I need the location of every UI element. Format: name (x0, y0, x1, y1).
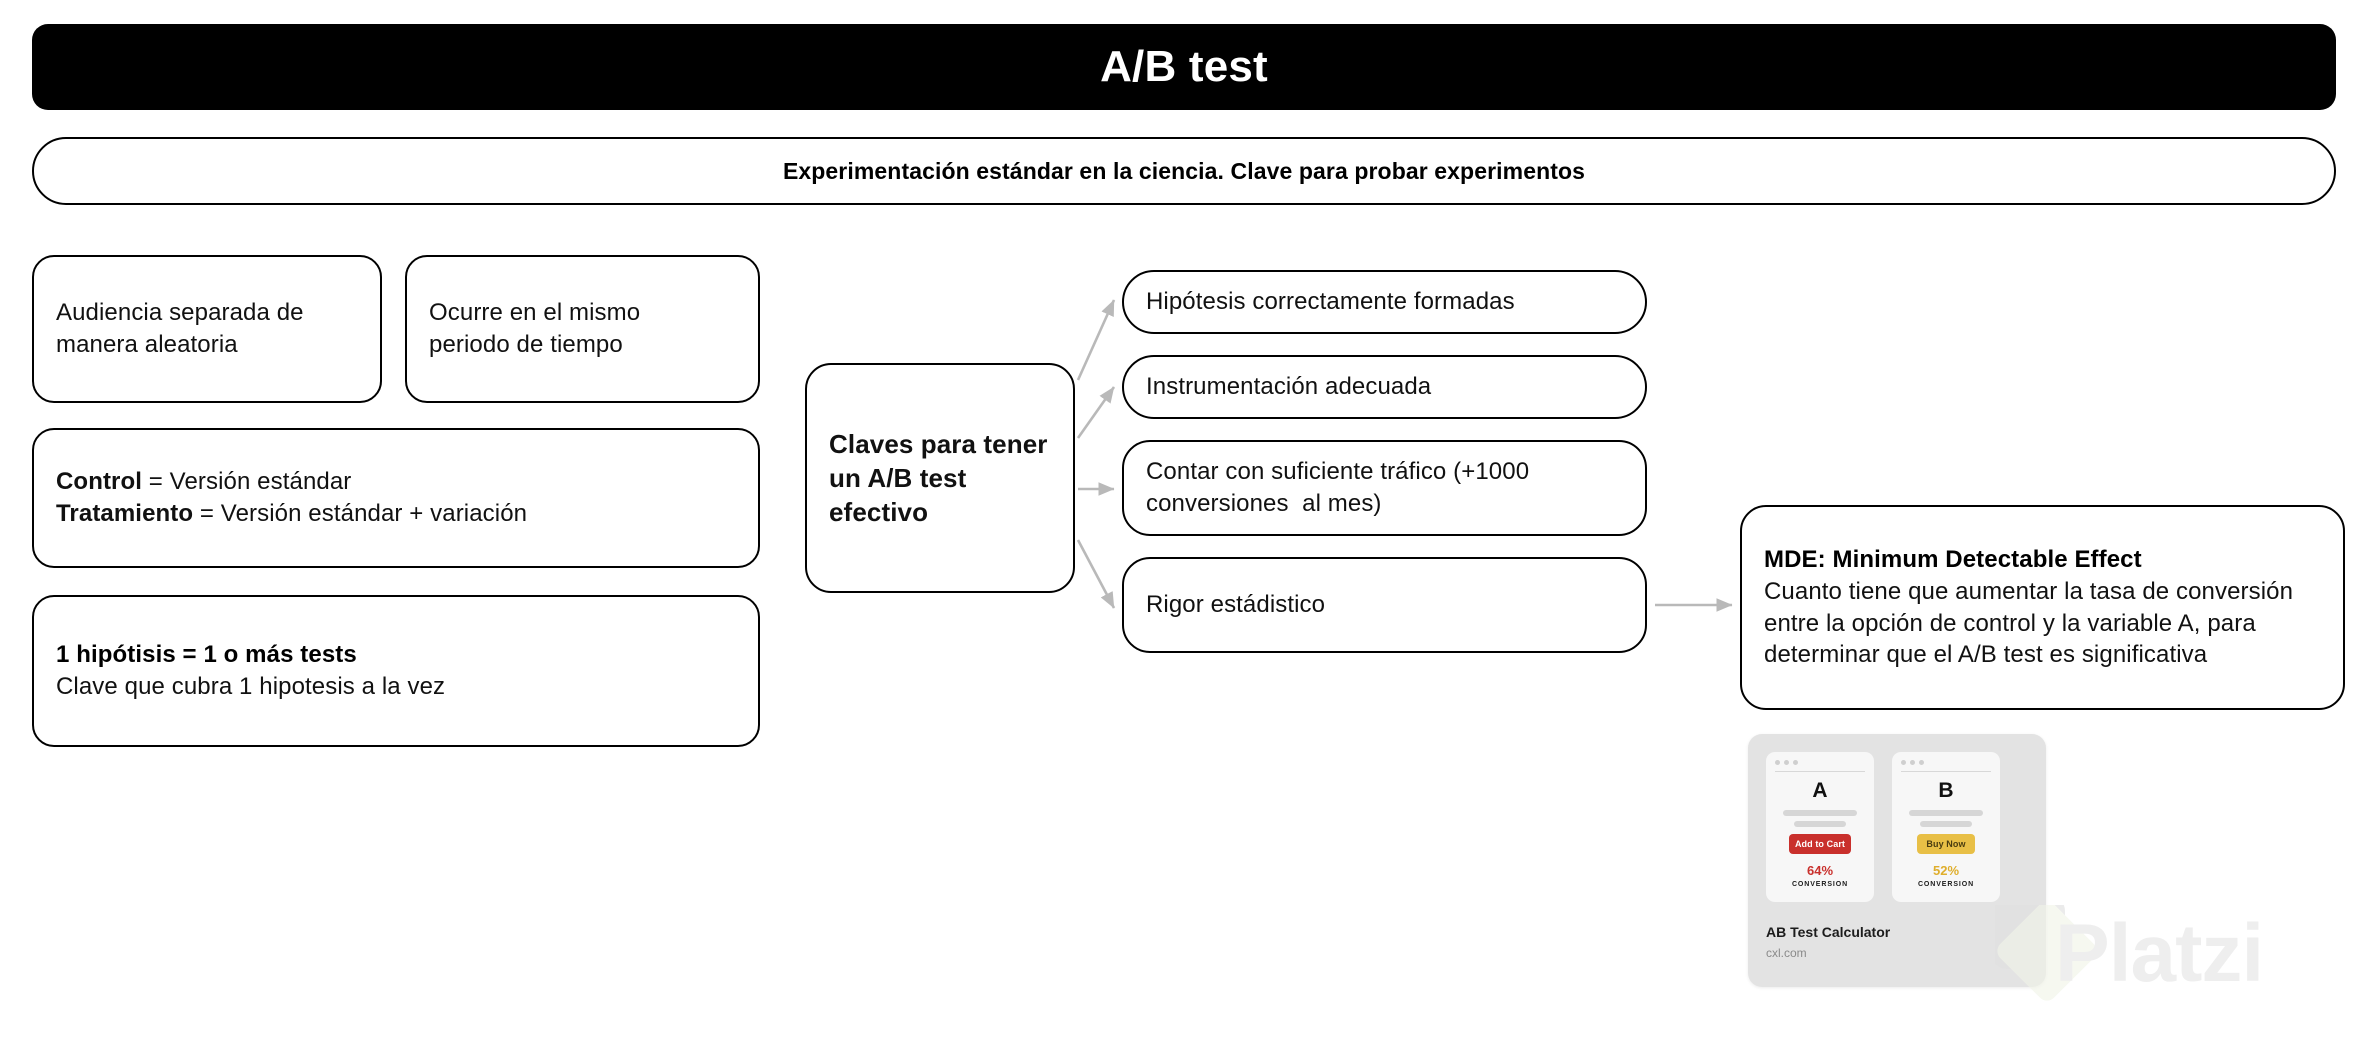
definicion-control: Control = Versión estándar (56, 466, 736, 498)
key-2-label: Instrumentación adecuada (1146, 373, 1432, 401)
page-subtitle: Experimentación estándar en la ciencia. … (782, 157, 1586, 184)
card-hipotisis-tests: 1 hipótisis = 1 o más tests Clave que cu… (32, 595, 760, 747)
variant-a-conversion-percent: 64% (1806, 863, 1834, 878)
tratamiento-definition: = Versión estándar + variación (193, 500, 528, 527)
variant-pane-b: B Buy Now 52% CONVERSION (1892, 752, 2000, 902)
card-key-hipotesis-formadas: Hipótesis correctamente formadas (1122, 270, 1647, 334)
hipotisis-line-2: Clave que cubra 1 hipotesis a la vez (56, 673, 446, 700)
ab-test-calculator-card[interactable]: A Add to Cart 64% CONVERSION B Buy Now 5… (1748, 734, 2046, 987)
calculator-caption: AB Test Calculator cxl.com (1766, 924, 2026, 960)
card-audiencia-separada: Audiencia separada de manera aleatoria (32, 255, 382, 403)
card-definiciones-control-tratamiento: Control = Versión estándar Tratamiento =… (32, 428, 760, 568)
claves-line-2: un A/B test efectivo (829, 462, 974, 528)
key-4-label: Rigor estádistico (1146, 591, 1326, 619)
key-3-label-line-1: Contar con suficiente tráfico (+1000 (1146, 458, 1530, 486)
calculator-source: cxl.com (1766, 945, 1807, 960)
hipotisis-line-1: 1 hipótisis = 1 o más tests (56, 641, 357, 669)
audiencia-line-1: Audiencia separada de (56, 299, 304, 327)
variant-b-letter: B (1938, 779, 1954, 802)
placeholder-bar (1909, 810, 1983, 816)
tratamiento-term: Tratamiento (56, 500, 194, 527)
variant-a-conversion-label: CONVERSION (1791, 881, 1849, 888)
pane-divider (1901, 771, 1991, 772)
platzi-watermark: Platzi (1995, 905, 2264, 1001)
connector-claves-to-key1 (1076, 299, 1116, 381)
control-definition: = Versión estándar (142, 468, 352, 496)
mde-line-3: determinar que el A/B test es significat… (1764, 641, 2208, 669)
variant-a-letter: A (1812, 779, 1828, 802)
platzi-wordmark: Platzi (2055, 908, 2263, 999)
mde-line-1: Cuanto tiene que aumentar la tasa de con… (1764, 577, 2294, 605)
calculator-title: AB Test Calculator (1766, 924, 1891, 940)
mde-title: MDE: Minimum Detectable Effect (1764, 545, 2142, 573)
placeholder-bar (1783, 810, 1857, 816)
variant-b-conversion-label: CONVERSION (1917, 881, 1975, 888)
variant-a-cta-button[interactable]: Add to Cart (1789, 834, 1851, 854)
card-key-rigor-estadistico: Rigor estádistico (1122, 557, 1647, 653)
window-dots-icon (1775, 760, 1865, 765)
ocurre-line-1: Ocurre en el mismo (429, 299, 641, 327)
card-claves-ab-test-efectivo: Claves para tener un A/B test efectivo (805, 363, 1075, 593)
page-title-bar: A/B test (32, 24, 2336, 110)
card-key-instrumentacion: Instrumentación adecuada (1122, 355, 1647, 419)
calculator-variant-panes: A Add to Cart 64% CONVERSION B Buy Now 5… (1766, 752, 2000, 902)
ocurre-line-2: periodo de tiempo (429, 331, 623, 358)
placeholder-bar (1920, 821, 1972, 827)
key-3-label-line-2: conversiones al mes) (1146, 490, 1382, 517)
claves-line-1: Claves para tener (829, 428, 1048, 459)
connector-claves-to-key2 (1076, 386, 1116, 439)
key-1-label: Hipótesis correctamente formadas (1146, 288, 1515, 316)
placeholder-bar (1794, 821, 1846, 827)
definicion-tratamiento: Tratamiento = Versión estándar + variaci… (56, 498, 736, 530)
page-title: A/B test (1100, 42, 1268, 91)
variant-pane-a: A Add to Cart 64% CONVERSION (1766, 752, 1874, 902)
card-ocurre-mismo-periodo: Ocurre en el mismo periodo de tiempo (405, 255, 760, 403)
variant-b-cta-button[interactable]: Buy Now (1917, 834, 1975, 854)
pane-divider (1775, 771, 1865, 772)
card-mde-minimum-detectable-effect: MDE: Minimum Detectable Effect Cuanto ti… (1740, 505, 2345, 710)
window-dots-icon (1901, 760, 1991, 765)
page-subtitle-bar: Experimentación estándar en la ciencia. … (32, 137, 2336, 205)
control-term: Control (56, 468, 143, 496)
mde-line-2: entre la opción de control y la variable… (1764, 609, 2256, 637)
variant-b-conversion-percent: 52% (1932, 863, 1960, 878)
audiencia-line-2: manera aleatoria (56, 331, 238, 358)
connector-claves-to-key4 (1076, 539, 1116, 609)
card-key-trafico-suficiente: Contar con suficiente tráfico (+1000 con… (1122, 440, 1647, 536)
